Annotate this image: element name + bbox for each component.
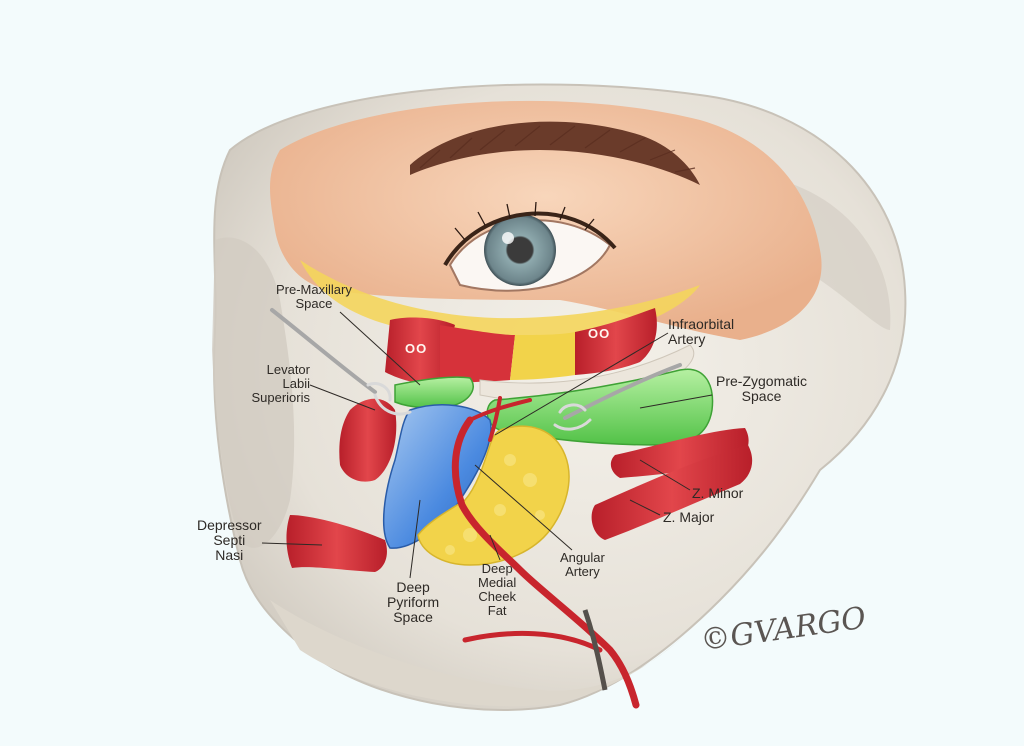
label-z-minor: Z. Minor bbox=[692, 485, 744, 501]
label-deep-medial-cheek-fat: Deep Medial Cheek Fat bbox=[478, 561, 517, 618]
retractor-left-handle bbox=[270, 308, 377, 394]
label-oo-left: OO bbox=[405, 341, 428, 356]
deep-medial-cheek-fat bbox=[417, 425, 570, 566]
infraorbital-artery bbox=[488, 396, 502, 442]
leader-levator bbox=[309, 384, 376, 411]
leader-pre-maxillary bbox=[339, 311, 421, 386]
orbicularis-oculi-right bbox=[575, 308, 657, 375]
orbicularis-oculi-left bbox=[385, 317, 455, 385]
leader-depressor bbox=[261, 542, 323, 546]
upper-lid bbox=[443, 211, 617, 267]
label-angular-artery: Angular Artery bbox=[560, 550, 605, 579]
leader-angular bbox=[474, 464, 573, 551]
nasal-cavity-shadow bbox=[212, 237, 295, 548]
label-z-major: Z. Major bbox=[663, 509, 715, 525]
depressor-septi-nasi bbox=[286, 515, 387, 572]
orbicularis-oculi-fat bbox=[510, 332, 575, 380]
retractor-right-hook bbox=[553, 403, 592, 431]
artery-dark-branch bbox=[582, 609, 608, 691]
maxilla bbox=[270, 600, 690, 707]
leader-infraorbital bbox=[494, 332, 669, 436]
label-pre-zygomatic-space: Pre-Zygomatic Space bbox=[716, 373, 808, 404]
leader-z-major bbox=[629, 499, 661, 516]
label-infraorbital-artery: Infraorbital Artery bbox=[668, 316, 735, 347]
retractor-left-hook bbox=[366, 382, 412, 416]
leader-pre-zygomatic bbox=[639, 394, 713, 409]
label-levator-labii-superioris: Levator Labii Superioris bbox=[251, 362, 310, 405]
leader-deep-pyriform bbox=[409, 499, 421, 579]
iris bbox=[484, 214, 556, 286]
label-pre-maxillary-space: Pre-Maxillary Space bbox=[276, 282, 352, 311]
orbicularis-oculi-mid bbox=[440, 325, 515, 385]
eyebrow bbox=[410, 121, 700, 185]
label-depressor-septi-nasi: Depressor Septi Nasi bbox=[197, 517, 262, 563]
label-oo-right: OO bbox=[588, 326, 611, 341]
levator-labii-superioris bbox=[339, 398, 397, 482]
artery-branch-lower bbox=[462, 630, 603, 653]
zygomatic-major bbox=[591, 445, 753, 540]
retractor-right-handle bbox=[563, 363, 682, 420]
angular-artery bbox=[451, 416, 640, 709]
pupil-highlight bbox=[502, 232, 514, 244]
leader-deep-medial bbox=[489, 534, 501, 561]
leader-z-minor bbox=[639, 459, 691, 491]
label-deep-pyriform-space: Deep Pyriform Space bbox=[387, 579, 440, 625]
